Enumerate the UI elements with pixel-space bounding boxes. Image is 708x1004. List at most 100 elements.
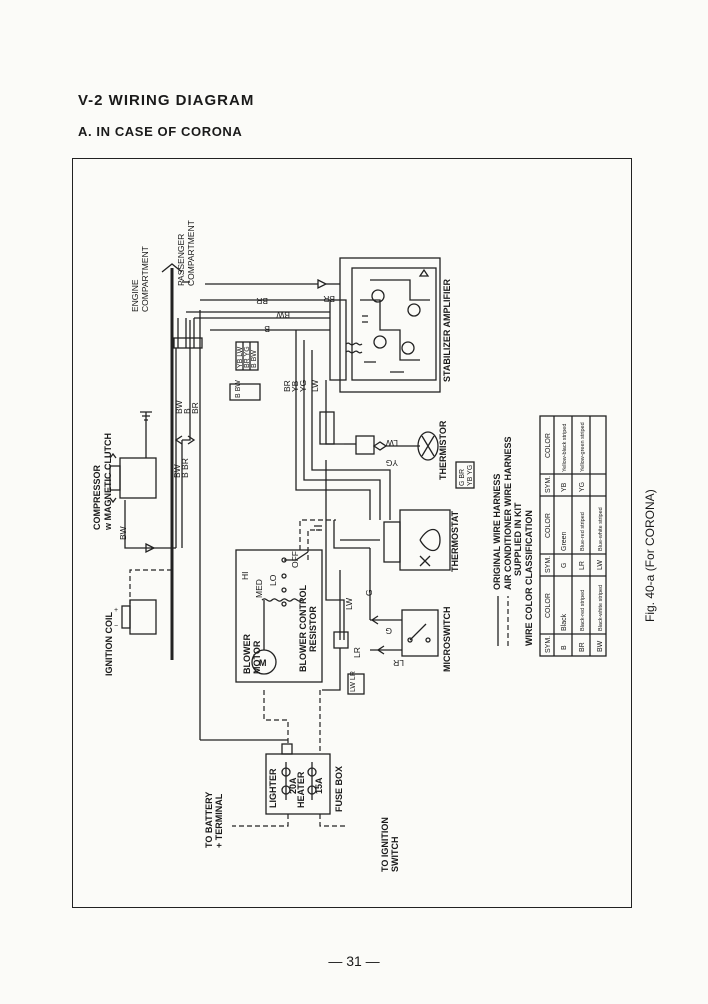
ignition-coil-label: IGNITION COIL xyxy=(104,612,114,677)
table-cell: LW xyxy=(597,560,604,570)
compartment-divider xyxy=(161,263,190,660)
table-cell: BR xyxy=(579,642,586,652)
blower-motor-label-2: MOTOR xyxy=(252,640,262,674)
fuse-box-label: FUSE BOX xyxy=(334,766,344,812)
wire-bw-compressor: BW xyxy=(118,526,128,540)
microswitch-label: MICROSWITCH xyxy=(442,607,452,673)
table-cell: Green xyxy=(561,531,568,551)
legend-lines xyxy=(497,596,509,646)
engine-compartment-label-2: COMPARTMENT xyxy=(140,246,150,312)
blower-resistor-label: BLOWER CONTROL xyxy=(298,585,308,672)
wire-lw-lower: LW xyxy=(344,598,354,610)
wire-lr-lower: LR xyxy=(352,647,362,658)
wire-bw-mid: BW xyxy=(172,464,182,478)
to-battery-label-2: + TERMINAL xyxy=(214,793,224,848)
engine-wiring xyxy=(124,310,288,741)
amplifier-wires xyxy=(295,330,391,640)
table-cell: Black-white striped xyxy=(598,585,604,631)
control-wiring xyxy=(299,519,371,691)
wire-br-amp: BR xyxy=(323,294,335,304)
wire-lw-vertical: LW xyxy=(310,380,320,392)
switch-lo-label: LO xyxy=(268,574,278,586)
to-ignition-label: TO IGNITION xyxy=(380,817,390,872)
compressor-label-2: w MAGNETIC CLUTCH xyxy=(103,433,113,531)
wire-b-harness: B xyxy=(264,324,270,334)
passenger-compartment-label-2: COMPARTMENT xyxy=(186,220,196,286)
stabilizer-amplifier xyxy=(339,257,441,393)
legend-dashed-label: AIR CONDITIONER WIRE HARNESS xyxy=(503,436,513,590)
switch-hi-label: HI xyxy=(240,572,250,581)
to-battery-label: TO BATTERY xyxy=(204,792,214,848)
connector-block-d xyxy=(455,461,475,489)
table-cell: BW xyxy=(597,640,604,652)
microswitch-wire-g: G xyxy=(385,626,392,636)
connector-a-label: YB LW xyxy=(237,346,244,368)
table-header-sym-1: SYM. xyxy=(545,636,552,653)
wire-yg-vertical: YG xyxy=(298,380,308,392)
switch-off-label: OFF xyxy=(290,551,300,568)
table-cell: B xyxy=(561,645,568,650)
fuse-heater-label: HEATER xyxy=(296,771,306,808)
motor-m-mark: M xyxy=(259,658,267,668)
microswitch-wire-lr: LR xyxy=(393,658,404,668)
svg-text:+: + xyxy=(114,607,118,614)
table-cell: YG xyxy=(579,482,586,492)
table-cell: LR xyxy=(579,561,586,570)
table-cell: Black-red striped xyxy=(580,590,586,631)
fuse-heater-amp: 15A xyxy=(314,777,324,794)
wire-br-vertical: BR xyxy=(282,380,292,392)
table-cell: Blue-white striped xyxy=(598,507,604,551)
wire-g-lower: G xyxy=(364,589,374,596)
section-subheading: A. IN CASE OF CORONA xyxy=(78,124,243,139)
connector-f-label: LW LR xyxy=(350,671,357,692)
table-cell: Yellow-green striped xyxy=(580,422,586,472)
legend-solid-label: ORIGINAL WIRE HARNESS xyxy=(492,474,502,590)
wire-bw-harness: BW xyxy=(276,310,290,320)
table-header-color-1: COLOR xyxy=(545,593,552,618)
section-heading: V-2 WIRING DIAGRAM xyxy=(78,92,255,109)
blower-motor-label: BLOWER xyxy=(242,634,252,674)
thermistor-wire-yg: YG xyxy=(386,458,398,468)
thermostat-label: THERMOSTAT xyxy=(450,510,460,572)
table-cell: Black xyxy=(561,613,568,631)
to-ignition-label-2: SWITCH xyxy=(390,837,400,873)
connector-c-label: B BW xyxy=(251,350,258,368)
microswitch-symbol xyxy=(370,609,439,657)
fuse-lighter-label: LIGHTER xyxy=(268,768,278,808)
blower-control-box: M xyxy=(235,525,323,683)
figure-caption: Fig. 40-a (For CORONA) xyxy=(643,489,657,622)
table-header-color-2: COLOR xyxy=(545,513,552,538)
thermistor-label: THERMISTOR xyxy=(438,420,448,480)
diagram-frame xyxy=(72,158,632,908)
wire-b-top: B xyxy=(182,408,192,414)
page-number: — 31 — xyxy=(328,953,380,969)
ignition-coil-symbol: + − xyxy=(114,599,157,635)
amplifier-connector xyxy=(329,299,363,381)
table-header-sym-3: SYM. xyxy=(545,476,552,493)
main-harness xyxy=(173,278,340,349)
connector-block-a xyxy=(235,341,259,371)
table-header-sym-2: SYM. xyxy=(545,556,552,573)
passenger-compartment-label: PASSENGER xyxy=(176,234,186,286)
thermistor-symbol xyxy=(355,431,439,461)
compressor-symbol xyxy=(109,411,157,504)
connector-b-label: BR YG xyxy=(244,346,251,368)
table-cell: G xyxy=(561,563,568,568)
table-cell: Blue-red striped xyxy=(580,512,586,551)
stabilizer-amplifier-label: STABILIZER AMPLIFIER xyxy=(442,279,452,382)
connector-block-f xyxy=(347,673,365,695)
svg-text:−: − xyxy=(114,623,118,630)
legend-table-title: WIRE COLOR CLASSIFICATION xyxy=(524,510,534,646)
wire-b-br-mid: B BR xyxy=(180,458,190,478)
legend-dashed-label-2: SUPPLIED IN KIT xyxy=(513,502,523,576)
table-cell: Yellow-black striped xyxy=(562,424,568,472)
fuse-lighter-amp: 20A xyxy=(288,777,298,794)
connector-block-c xyxy=(229,383,261,401)
fuse-box-symbol xyxy=(232,690,348,827)
connector-e-label: YB YG xyxy=(467,465,474,486)
table-header-color-3: COLOR xyxy=(545,433,552,458)
connector-d-label: G BR xyxy=(459,469,466,486)
engine-compartment-label: ENGINE xyxy=(130,279,140,312)
blower-resistor-label-2: RESISTOR xyxy=(308,606,318,652)
